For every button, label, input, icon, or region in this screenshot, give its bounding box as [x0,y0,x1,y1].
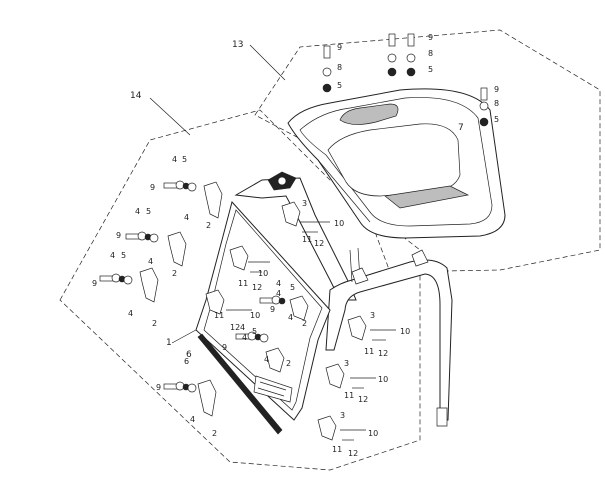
callout-bolt: 9 [494,85,499,94]
brackets [139,181,367,441]
callout-pin: 8 [337,63,342,72]
roll-bar-frame [234,177,453,427]
callout-bolt: 9 [156,383,161,392]
callout-washer: 4 [184,213,189,222]
callout-bracket-b: 3 [344,359,349,368]
callout-bolt: 9 [270,305,275,314]
callout-screw: 10 [368,429,378,438]
callout-washer-b: 5 [146,207,151,216]
callout-bolt: 9 [337,43,342,52]
fastener-group-b [125,231,159,243]
callout-washer: 4 [242,333,247,342]
seal-strip [197,333,283,435]
fastener-roof-left [322,45,332,93]
callout-screw: 10 [378,375,388,384]
fastener-group-e [235,331,269,343]
roof-panel [287,88,506,239]
callout-seal-strip: 6 [184,357,189,366]
callout-bracket: 2 [172,269,177,278]
callout-washer: 4 [276,289,281,298]
callout-bracket: 2 [286,359,291,368]
fastener-group-f [259,295,286,305]
callout-washer: 4 [190,415,195,424]
callout-clip: 12 [252,283,262,292]
callout-bracket: 2 [152,319,157,328]
fastener-group-a [163,180,197,192]
callout-nut: 11 [344,391,354,400]
callout-clip: 12 [358,395,368,404]
roof-assembly-outline [254,29,601,273]
fastener-group-d [163,381,197,393]
callout-washer-b: 5 [252,327,257,336]
callout-washer-b: 5 [428,65,433,74]
callout-bracket: 2 [212,429,217,438]
callout-nut: 11 [302,235,312,244]
fastener-group-c [99,273,133,285]
callout-nut: 11 [332,445,342,454]
callout-nut: 11 [238,279,248,288]
callout-pin: 8 [428,49,433,58]
callout-pin: 8 [494,99,499,108]
callout-nut: 11 [214,311,224,320]
fastener-stacks [99,33,489,441]
callout-bracket: 2 [206,221,211,230]
callout-washer: 4 [240,323,245,332]
callout-washer: 4 [264,355,269,364]
callout-washer: 4 [128,309,133,318]
callout-screw: 10 [258,269,268,278]
callout-washer-b: 5 [121,251,126,260]
callout-bolt: 9 [222,343,227,352]
callout-bolt: 9 [150,183,155,192]
callout-washer-b: 5 [182,155,187,164]
callout-bracket-b: 3 [370,311,375,320]
callout-washer: 4 [172,155,177,164]
callout-screw: 10 [250,311,260,320]
screw-pins [226,221,396,441]
callout-screw: 10 [400,327,410,336]
callout-labels: 13 14 7 1 6 9 8 5 9 8 5 9 8 5 4 5 9 4 2 … [92,33,499,458]
callout-washer: 4 [276,279,281,288]
callout-bracket: 2 [302,319,307,328]
callout-roof-assembly: 13 [232,40,243,50]
callout-washer-b: 5 [494,115,499,124]
callout-frame-panel: 1 [166,338,172,348]
fastener-roof-right [479,87,489,127]
callout-clip: 12 [230,323,240,332]
callout-washer: 4 [110,251,115,260]
callout-washer-b: 5 [290,283,295,292]
callout-clip: 12 [348,449,358,458]
callout-windshield-assembly: 14 [130,91,142,101]
callout-washer: 4 [135,207,140,216]
fastener-roof-mid [387,33,416,77]
callout-nut: 11 [364,347,374,356]
callout-washer: 4 [288,313,293,322]
callout-seal-strip: 6 [186,350,192,360]
callout-clip: 12 [378,349,388,358]
callout-bracket-b: 3 [340,411,345,420]
callout-roof-panel: 7 [458,123,464,133]
callout-bolt: 9 [116,231,121,240]
callout-washer-b: 5 [337,81,342,90]
callout-bolt: 9 [428,33,433,42]
callout-screw: 10 [334,219,344,228]
callout-bolt: 9 [92,279,97,288]
roof-clamp [267,171,297,191]
callout-bracket-b: 3 [302,199,307,208]
callout-clip: 12 [314,239,324,248]
callout-washer: 4 [148,257,153,266]
